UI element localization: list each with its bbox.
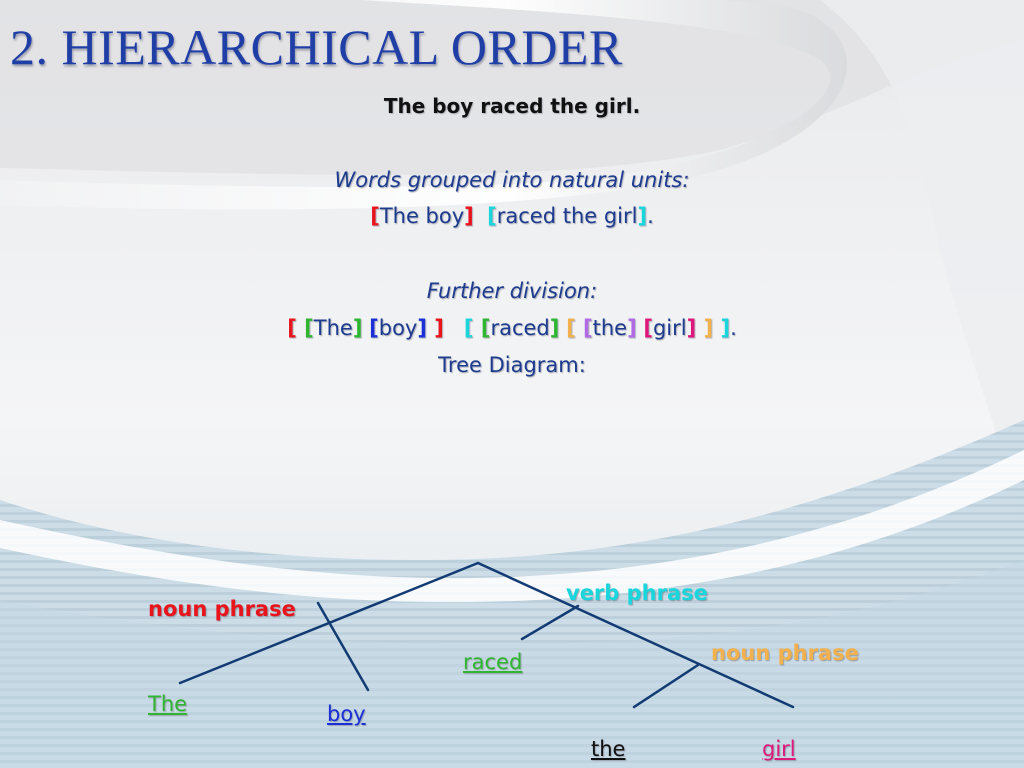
leaf-the-object: the bbox=[591, 737, 626, 761]
grouped-heading: Words grouped into natural units: bbox=[334, 168, 690, 192]
further-line-segment: ] bbox=[417, 316, 427, 340]
leaf-girl: girl bbox=[762, 737, 796, 761]
grouped-line-segment: [ bbox=[370, 204, 380, 228]
further-line-segment: ] bbox=[686, 316, 697, 340]
grouped-line-segment: The boy bbox=[379, 204, 465, 228]
further-heading: Further division: bbox=[426, 279, 598, 303]
leaf-boy: boy bbox=[327, 702, 366, 726]
further-line-segment: [ bbox=[582, 316, 593, 340]
edge-np-boy bbox=[316, 601, 370, 692]
further-line-segment: [ bbox=[287, 316, 305, 340]
further-line-segment: [ bbox=[463, 316, 481, 340]
edge-s-vp bbox=[476, 561, 795, 709]
further-line-segment: [ bbox=[643, 316, 653, 340]
further-bracketing: [ [The] [boy] ] [ [raced] [ [the] [girl]… bbox=[0, 316, 1024, 340]
further-line-segment: raced bbox=[490, 316, 550, 340]
grouped-line-segment: ] bbox=[637, 204, 648, 228]
further-line-segment: [ bbox=[566, 316, 583, 340]
vp-label: verb phrase bbox=[566, 581, 708, 605]
further-line-segment: ] bbox=[352, 316, 363, 340]
further-line-segment: the bbox=[592, 316, 628, 340]
grouped-line-segment: raced the girl bbox=[496, 204, 638, 228]
leaf-the-subject: The bbox=[148, 692, 188, 716]
further-line-segment: boy bbox=[378, 316, 418, 340]
grouped-line-segment: . bbox=[647, 204, 654, 228]
np-subject-label: noun phrase bbox=[148, 597, 296, 621]
edge-vp-raced bbox=[520, 604, 580, 641]
np-object-label: noun phrase bbox=[711, 641, 859, 665]
further-line-segment: [ bbox=[369, 316, 379, 340]
grouped-line-segment: [ bbox=[487, 204, 497, 228]
example-sentence: The boy raced the girl. bbox=[383, 94, 641, 118]
further-line-segment: ] bbox=[549, 316, 560, 340]
further-line-segment: [ bbox=[304, 316, 314, 340]
further-line-segment: ] bbox=[696, 316, 714, 340]
grouped-line-segment: ] bbox=[464, 204, 474, 228]
further-line-segment: The bbox=[313, 316, 353, 340]
further-line-segment: girl bbox=[652, 316, 687, 340]
tree-heading: Tree Diagram: bbox=[438, 353, 586, 377]
grouped-bracketing: [The boy] [raced the girl]. bbox=[0, 204, 1024, 228]
further-line-segment: ] bbox=[627, 316, 637, 340]
further-line-segment: [ bbox=[480, 316, 491, 340]
further-line-segment: ] bbox=[426, 316, 444, 340]
slide-title: 2. HIERARCHICAL ORDER bbox=[10, 19, 623, 75]
further-line-segment: ] bbox=[713, 316, 731, 340]
further-line-segment: . bbox=[730, 316, 737, 340]
edge-npobj-the bbox=[632, 663, 700, 709]
leaf-raced: raced bbox=[463, 650, 523, 674]
